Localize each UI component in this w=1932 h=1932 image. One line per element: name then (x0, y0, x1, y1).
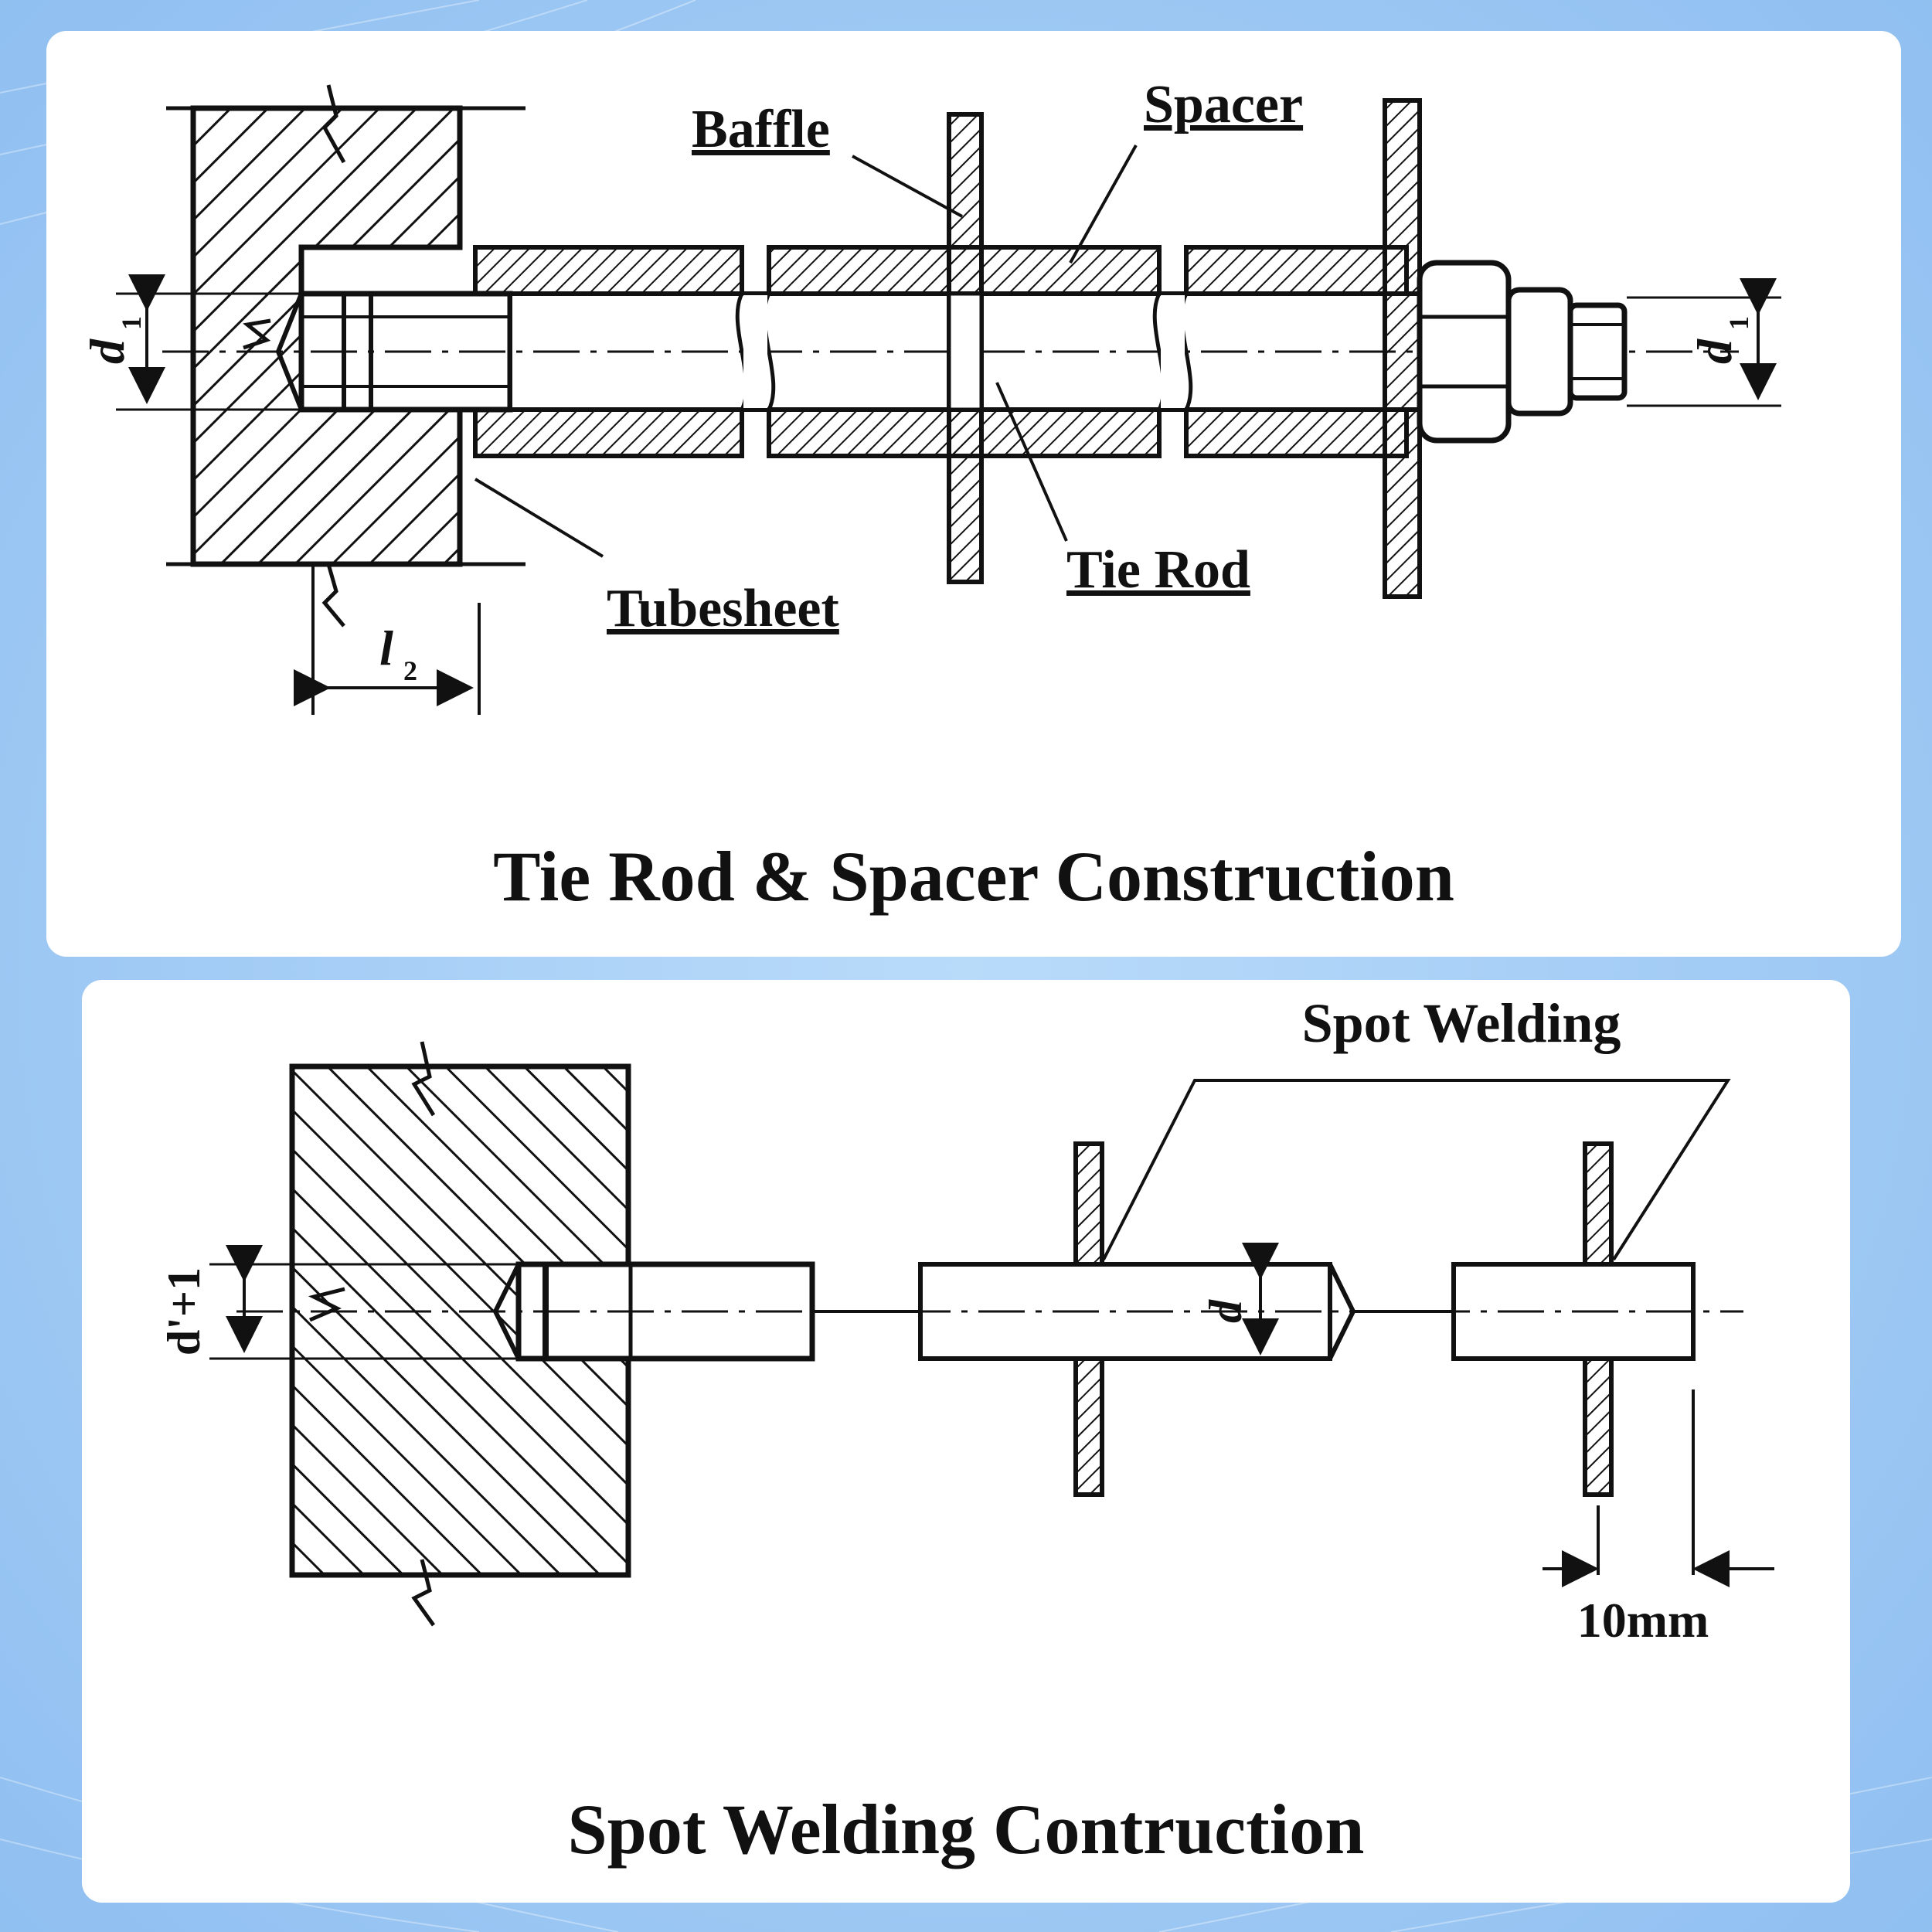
tie-rod-spacer-panel: d 1 d 1 l 2 (46, 31, 1901, 957)
spot-welding-panel: d'+1 d 10mm Spot Welding Spot Welding Co… (82, 980, 1850, 1903)
thread-length-subscript: 2 (403, 655, 417, 686)
leader-lines (474, 145, 1138, 558)
thread-length-dimension: l 2 (294, 564, 481, 715)
left-diameter-subscript: 1 (116, 316, 147, 330)
offset-dimension: 10mm (1543, 1389, 1774, 1648)
spot-welding-drawing: d'+1 d 10mm Spot Welding Spot Welding Co… (158, 992, 1774, 1869)
spot-welding-leaders (1102, 1079, 1731, 1261)
double-nut (1417, 260, 1628, 444)
top-panel-caption: Tie Rod & Spacer Construction (493, 837, 1454, 916)
rod-diameter-label: d (1200, 1299, 1251, 1323)
spot-welding-label: Spot Welding (1302, 992, 1621, 1054)
offset-label: 10mm (1577, 1593, 1709, 1648)
tie-rod-label: Tie Rod (1066, 540, 1250, 600)
hole-diameter-label: d'+1 (158, 1267, 209, 1355)
baffle-label: Baffle (692, 100, 830, 159)
left-diameter-dimension: d 1 (80, 274, 301, 411)
right-diameter-dimension: d 1 (1627, 278, 1781, 407)
right-diameter-label: d (1687, 338, 1742, 364)
rod-diameter-dimension: d (1200, 1243, 1279, 1355)
baffle-plates (1073, 1141, 1614, 1497)
spacer-label: Spacer (1144, 75, 1303, 134)
left-diameter-label: d (80, 338, 134, 364)
thread-length-label: l (379, 621, 393, 675)
right-diameter-subscript: 1 (1723, 316, 1754, 330)
tie-rod-spacer-drawing: d 1 d 1 l 2 (80, 75, 1781, 916)
bottom-panel-caption: Spot Welding Contruction (568, 1790, 1365, 1869)
hole-diameter-dimension: d'+1 (158, 1245, 519, 1360)
baffle-plates (947, 98, 1422, 599)
tubesheet-label: Tubesheet (607, 579, 839, 638)
